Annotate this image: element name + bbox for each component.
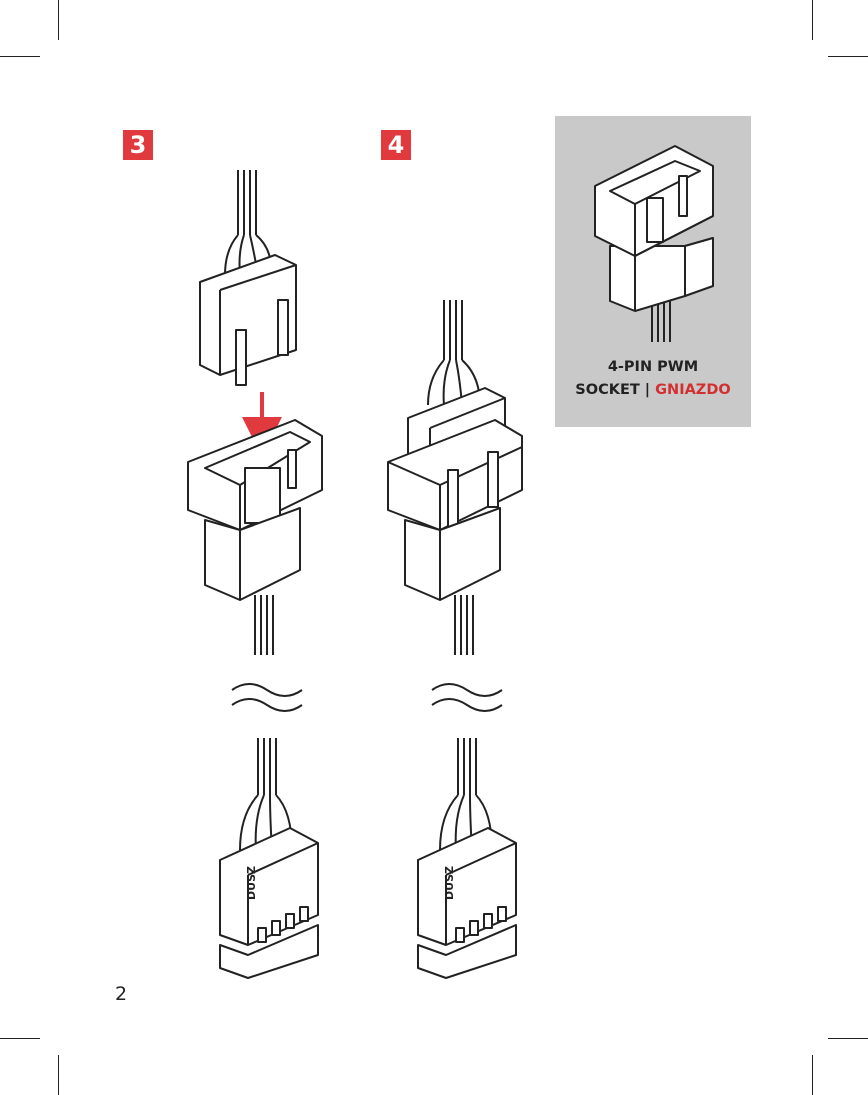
page-number: 2 bbox=[115, 983, 127, 1005]
connector-marking-4: DUSZ bbox=[443, 866, 456, 900]
step-3-illustration bbox=[188, 170, 322, 978]
connector-marking-3: DUSZ bbox=[245, 866, 258, 900]
